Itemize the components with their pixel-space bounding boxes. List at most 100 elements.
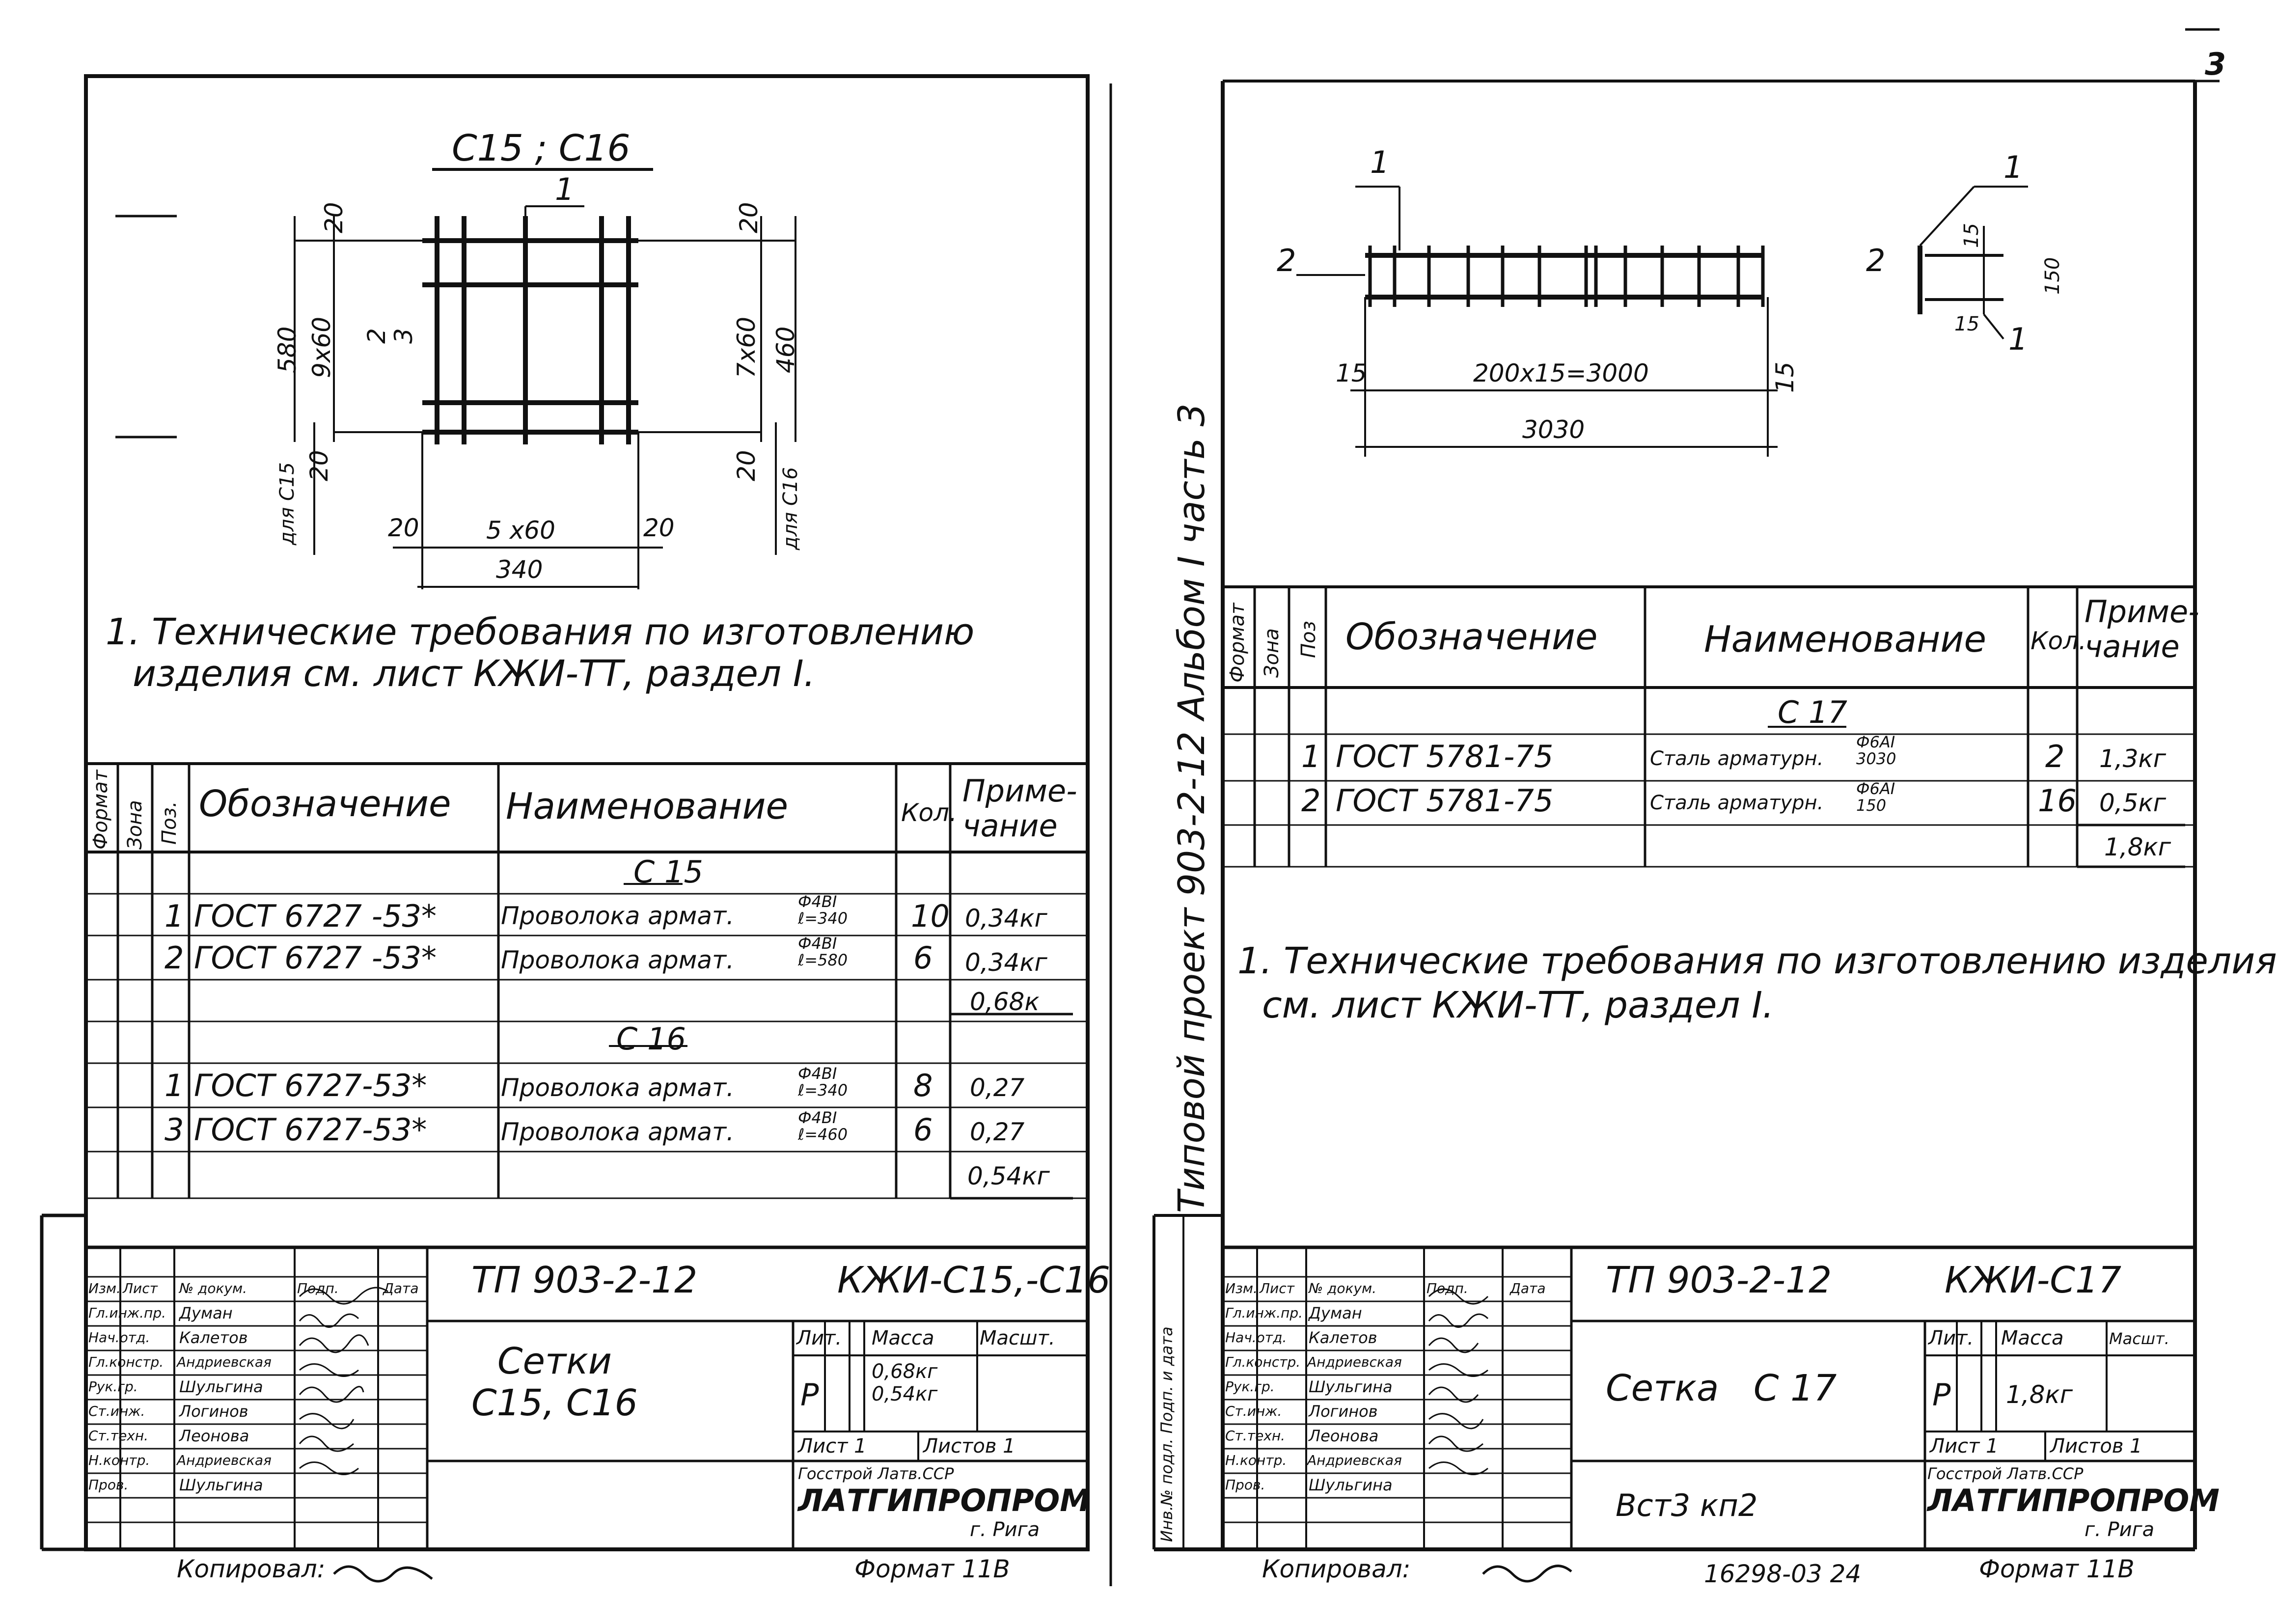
left-org-name: ЛАТГИПРОПРОМ xyxy=(798,1483,1090,1518)
right-role: Пров. xyxy=(1225,1477,1265,1493)
left-group-total: 0,68к xyxy=(970,988,1040,1016)
left-row-note: 0,27 xyxy=(970,1073,1025,1102)
left-drawing-title: С15 ; С16 xyxy=(452,127,631,169)
left-group-c15: С 15 xyxy=(633,854,703,890)
right-role: Гл.инж.пр. xyxy=(1225,1305,1303,1321)
left-row-pos: 1 xyxy=(165,898,184,934)
right-note-line-1: 1. Технические требования по изготовлени… xyxy=(1237,940,2277,982)
right-hdr-note: Приме- чание xyxy=(2085,594,2199,665)
right-row-spec: Ф6АI 3030 xyxy=(1856,733,1896,768)
left-org-ministry: Госстрой Латв.ССР xyxy=(798,1464,954,1483)
right-dim-15b: 15 xyxy=(1771,361,1799,393)
left-col-doc: № докум. xyxy=(179,1280,247,1296)
left-row-name: Проволока армат. xyxy=(501,1073,735,1102)
right-role-name: Леонова xyxy=(1309,1427,1379,1445)
left-hdr-note: Приме- чание xyxy=(962,773,1077,844)
left-role-name: Шульгина xyxy=(179,1476,263,1494)
right-total: 1,8кг xyxy=(2104,833,2171,861)
left-sheets: Листов 1 xyxy=(923,1435,1015,1458)
left-role-name: Калетов xyxy=(179,1328,248,1347)
left-row-spec: Ф4ВI ℓ=340 xyxy=(798,892,848,928)
right-hdr-name: Наименование xyxy=(1704,618,1987,661)
left-dim-580: 580 xyxy=(273,326,302,373)
left-row-designation: ГОСТ 6727-53* xyxy=(194,1112,427,1148)
left-role: Ст.инж. xyxy=(88,1403,145,1419)
left-dim-20b: 20 xyxy=(643,514,675,542)
left-drawing-code: КЖИ-С15,-С16 xyxy=(837,1259,1111,1301)
left-row-qty: 6 xyxy=(913,1112,933,1148)
right-row-designation: ГОСТ 5781-75 xyxy=(1336,739,1554,774)
right-hdr-pos: Поз xyxy=(1297,621,1320,658)
right-org-ministry: Госстрой Латв.ССР xyxy=(1927,1464,2084,1483)
right-dim-150: 150 xyxy=(2041,257,2064,295)
right-role-name: Думан xyxy=(1309,1304,1362,1322)
left-row-qty: 10 xyxy=(911,898,950,934)
right-org-city: г. Рига xyxy=(2085,1518,2155,1541)
left-group-total: 0,54кг xyxy=(967,1162,1050,1190)
right-row-note: 1,3кг xyxy=(2099,744,2166,773)
left-row-designation: ГОСТ 6727-53* xyxy=(194,1068,427,1103)
left-for-c16: для С16 xyxy=(779,467,802,550)
left-row-qty: 6 xyxy=(913,940,933,976)
right-role-name: Шульгина xyxy=(1309,1377,1393,1396)
right-copied-label: Копировал: xyxy=(1262,1555,1411,1583)
left-format: Формат 11В xyxy=(854,1555,1010,1583)
left-col-sign: Подп. xyxy=(297,1280,339,1296)
right-role-name: Калетов xyxy=(1309,1328,1377,1347)
left-hdr-format: Формат xyxy=(89,770,112,850)
left-dim-9x60: 9x60 xyxy=(307,316,336,378)
right-role: Н.контр. xyxy=(1225,1452,1287,1468)
left-copied-label: Копировал: xyxy=(177,1555,326,1583)
left-col-list: Лист xyxy=(123,1280,158,1296)
left-row-note: 0,34кг xyxy=(965,904,1047,933)
left-dim-340: 340 xyxy=(496,555,543,584)
left-row-spec: Ф4ВI ℓ=460 xyxy=(798,1108,848,1144)
left-hdr-zone: Зона xyxy=(124,800,146,850)
right-hdr-qty: Кол. xyxy=(2030,627,2086,655)
left-role-name: Андриевская xyxy=(177,1452,272,1468)
left-row-note: 0,34кг xyxy=(965,948,1047,977)
left-row-designation: ГОСТ 6727 -53* xyxy=(194,940,437,976)
right-lit-value: Р xyxy=(1932,1377,1951,1413)
right-group-c17: С 17 xyxy=(1778,694,1847,730)
right-role: Гл.констр. xyxy=(1225,1354,1301,1370)
left-row-spec: Ф4ВI ℓ=580 xyxy=(798,934,848,969)
left-role: Н.контр. xyxy=(88,1452,150,1468)
right-col-list: Лист xyxy=(1260,1280,1294,1296)
right-row-qty: 16 xyxy=(2038,783,2077,819)
right-pos-1b: 1 xyxy=(2003,149,2023,185)
left-hdr-pos: Поз. xyxy=(158,801,181,845)
left-dim-bot-right: 20 xyxy=(732,450,761,481)
left-row-designation: ГОСТ 6727 -53* xyxy=(194,898,437,934)
right-row-pos: 2 xyxy=(1301,783,1321,819)
left-mass-value: 0,68кг 0,54кг xyxy=(872,1360,938,1405)
right-scale-label: Масшт. xyxy=(2109,1329,2169,1348)
left-role-name: Леонова xyxy=(179,1427,249,1445)
right-format: Формат 11В xyxy=(1979,1555,2135,1583)
left-row-qty: 8 xyxy=(913,1068,933,1103)
right-role-name: Логинов xyxy=(1309,1402,1378,1421)
right-dim-15a: 15 xyxy=(1336,359,1367,387)
right-hdr-designation: Обозначение xyxy=(1345,616,1598,658)
left-mass-label: Масса xyxy=(872,1327,934,1349)
right-row-spec: Ф6АI 150 xyxy=(1856,779,1895,815)
left-pos-1: 1 xyxy=(555,171,575,207)
left-pos-2-3: 2 3 xyxy=(362,328,418,344)
left-product-name: Сетки С15, С16 xyxy=(471,1340,638,1425)
right-lit-label: Лит. xyxy=(1928,1327,1974,1349)
right-role-name: Андриевская xyxy=(1307,1452,1402,1468)
left-dim-5x60: 5 х60 xyxy=(486,516,555,545)
right-pos-2a: 2 xyxy=(1277,243,1296,278)
right-org-name: ЛАТГИПРОПРОМ xyxy=(1927,1483,2220,1518)
left-role: Гл.инж.пр. xyxy=(88,1305,166,1321)
right-project-number: ТП 903-2-12 xyxy=(1606,1259,1832,1301)
right-col-sign: Подп. xyxy=(1427,1280,1468,1296)
left-project-number: ТП 903-2-12 xyxy=(471,1259,698,1301)
right-material: Вст3 кп2 xyxy=(1616,1487,1758,1523)
right-row-qty: 2 xyxy=(2045,739,2065,774)
right-row-note: 0,5кг xyxy=(2099,789,2166,817)
right-dim-15d: 15 xyxy=(1954,313,1979,335)
left-row-pos: 1 xyxy=(165,1068,184,1103)
left-row-pos: 3 xyxy=(165,1112,184,1148)
left-group-c16: С 16 xyxy=(616,1021,686,1057)
